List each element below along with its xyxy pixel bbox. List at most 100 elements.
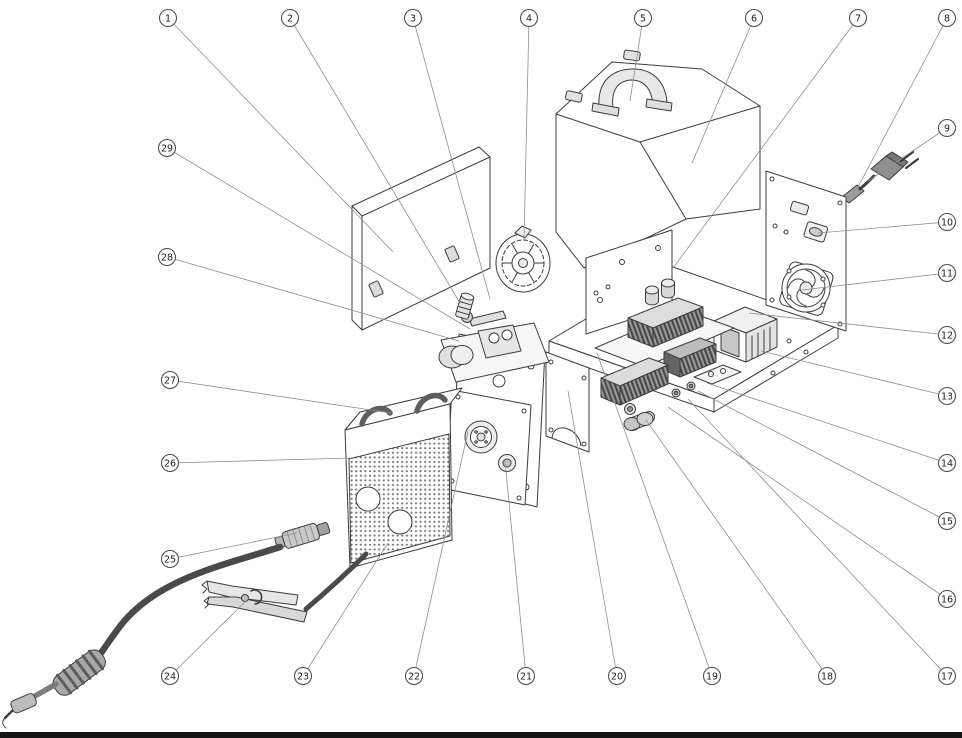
- spindle-cap: [460, 292, 475, 301]
- callout-bubble-17: [937, 666, 957, 686]
- leader-line-22: [413, 430, 469, 677]
- callout-number-20: 20: [611, 671, 623, 682]
- connector-ribs: [286, 524, 316, 547]
- stud-terminal-center: [688, 383, 694, 389]
- choke-side: [679, 343, 717, 378]
- callout-bubble-3: [403, 8, 423, 28]
- feeder-motor-face: [450, 345, 474, 365]
- callout-bubble-9: [937, 118, 957, 138]
- leader-line-23: [302, 542, 389, 677]
- callout-bubble-25: [160, 549, 180, 569]
- leader-line-4: [523, 17, 530, 241]
- bottom-edge: [0, 732, 962, 738]
- callout-number-9: 9: [944, 123, 950, 134]
- leader-line-8: [856, 17, 948, 190]
- mesh-hole: [387, 509, 413, 535]
- part-spool-hub: [495, 225, 551, 293]
- callout-bubble-23: [293, 666, 313, 686]
- callout-number-2: 2: [287, 13, 293, 24]
- callout-bubble-2: [280, 8, 300, 28]
- terminal-plate-holes: [708, 368, 726, 377]
- part-rear-panel: [765, 170, 847, 332]
- tension-arm: [468, 310, 507, 327]
- leader-line-14: [706, 382, 948, 464]
- callout-number-28: 28: [161, 252, 173, 263]
- callout-number-23: 23: [297, 671, 309, 682]
- fan-ring: [786, 268, 826, 308]
- callout-bubble-15: [937, 511, 957, 531]
- rear-panel-screws: [769, 176, 843, 327]
- callout-number-15: 15: [941, 516, 953, 527]
- front-panel-screws: [449, 394, 527, 501]
- capacitor: [645, 285, 659, 306]
- callout-number-8: 8: [944, 13, 950, 24]
- heatsink-fins-side: [652, 306, 704, 348]
- part-spool-spindle: [455, 292, 475, 320]
- leader-line-12: [748, 312, 948, 336]
- handle-body: [52, 649, 106, 696]
- leader-line-18: [645, 419, 828, 677]
- mesh-hole: [355, 486, 381, 512]
- part-side-panel: [351, 146, 491, 331]
- callout-bubble-21: [516, 666, 536, 686]
- callout-bubble-10: [937, 212, 957, 232]
- cover-corner-bracket: [359, 405, 393, 427]
- motor-face: [636, 412, 654, 426]
- callout-number-16: 16: [941, 594, 953, 605]
- torch-nozzle: [10, 693, 37, 714]
- part-power-plug: [870, 150, 920, 181]
- handle-clip: [565, 90, 583, 103]
- callout-number-27: 27: [164, 375, 176, 386]
- leader-line-19: [596, 352, 713, 677]
- torch-socket-pins: [474, 430, 488, 444]
- capacitor-top: [645, 285, 659, 295]
- part-terminal-plate: [693, 364, 742, 385]
- connector-tip: [316, 522, 331, 536]
- panel-latch: [368, 280, 384, 298]
- base-right-skirt: [713, 324, 839, 413]
- part-top-cover: [555, 49, 761, 269]
- part-front-cover: [344, 387, 463, 569]
- callout-bubble-29: [157, 138, 177, 158]
- callout-number-21: 21: [520, 671, 532, 682]
- cover-corner-bracket: [414, 392, 448, 414]
- part-power-cord: [841, 150, 920, 204]
- callout-number-17: 17: [941, 671, 953, 682]
- callout-number-13: 13: [941, 391, 953, 402]
- leader-line-2: [289, 17, 461, 304]
- callout-number-11: 11: [941, 268, 953, 279]
- callout-number-7: 7: [855, 13, 861, 24]
- part-wire-feeder: [438, 310, 550, 383]
- part-torch-assembly: [2, 522, 331, 729]
- top-cover-creases: [555, 105, 761, 220]
- part-inlet-connector: [789, 200, 810, 216]
- hub-shaft: [518, 258, 528, 268]
- ground-cable: [303, 551, 369, 612]
- callout-bubble-8: [937, 8, 957, 28]
- callout-bubble-1: [158, 8, 178, 28]
- callout-bubble-4: [519, 8, 539, 28]
- part-chassis-front-wall: [545, 351, 590, 453]
- callout-number-22: 22: [408, 671, 420, 682]
- callout-bubble-28: [157, 247, 177, 267]
- heatsink2-fins-side: [619, 364, 669, 406]
- cord-strain-relief: [841, 184, 865, 204]
- exploded-view-drawing: [2, 49, 920, 729]
- terminal-plate-sheet: [693, 364, 742, 385]
- callout-bubble-11: [937, 263, 957, 283]
- part-feed-motor: [623, 412, 654, 431]
- leader-line-17: [687, 398, 948, 677]
- plug-cap: [885, 151, 909, 168]
- clamp-lower-lever: [206, 596, 308, 623]
- callout-bubble-6: [744, 8, 764, 28]
- cover-mesh: [348, 433, 451, 564]
- leader-line-26: [169, 457, 353, 464]
- callout-number-29: 29: [161, 143, 173, 154]
- leader-line-13: [760, 350, 948, 397]
- callout-number-10: 10: [941, 217, 953, 228]
- part-ground-clamp: [201, 551, 369, 623]
- handle-clip: [623, 49, 641, 62]
- cord-wire: [858, 174, 876, 191]
